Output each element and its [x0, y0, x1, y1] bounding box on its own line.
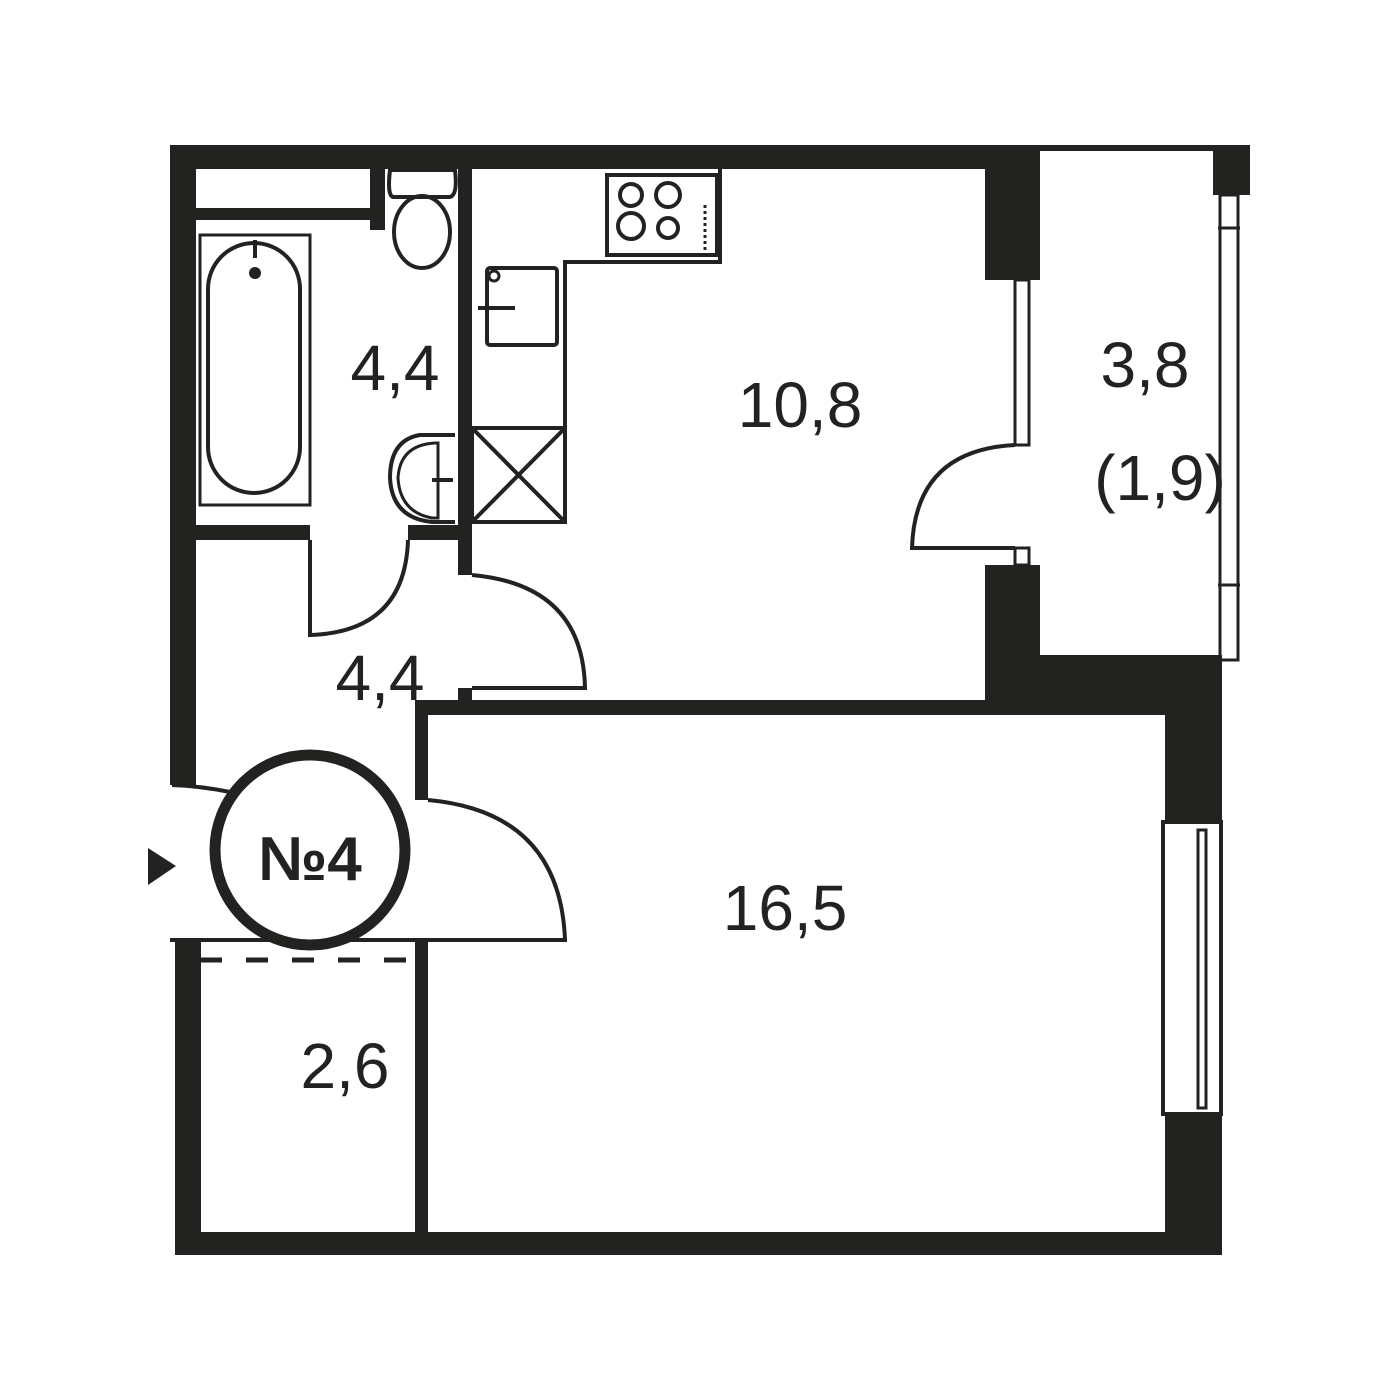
doors	[170, 443, 1016, 963]
room-area-balcony: 3,8	[1101, 329, 1190, 401]
windows	[1013, 193, 1240, 1116]
room-labels: 4,4 10,8 3,8 (1,9) 4,4 16,5 2,6	[301, 329, 1226, 1102]
room-area-bathroom: 4,4	[351, 332, 440, 404]
room-area-living-room: 16,5	[723, 872, 848, 944]
room-area-hall: 4,4	[336, 642, 425, 714]
room-area-balcony-reduced: (1,9)	[1094, 442, 1226, 514]
fixtures	[198, 168, 722, 524]
toilet-icon	[387, 168, 458, 270]
bathtub-icon	[198, 233, 312, 507]
fridge-icon	[470, 426, 567, 524]
room-area-kitchen: 10,8	[738, 369, 863, 441]
apartment-number-badge: №4	[209, 749, 411, 951]
apartment-number: №4	[258, 825, 362, 894]
room-area-storage: 2,6	[301, 1030, 390, 1102]
washbasin-icon	[387, 433, 455, 524]
kitchen-counter	[470, 168, 722, 524]
walls	[170, 145, 1250, 1255]
entrance-arrow-icon	[148, 848, 176, 885]
sink-icon	[478, 266, 559, 347]
